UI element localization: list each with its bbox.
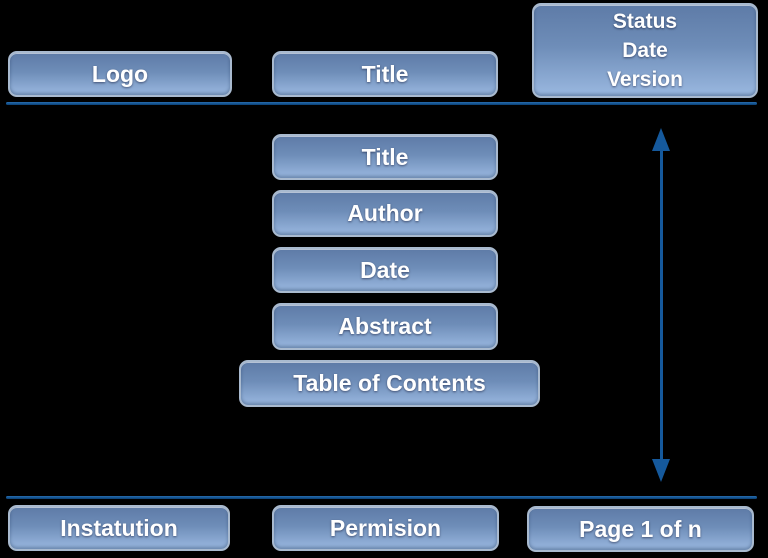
status-date-version-box: Status Date Version xyxy=(532,3,758,98)
permission-label: Permision xyxy=(329,514,442,541)
date-label: Date xyxy=(360,256,410,283)
institution-box: Instatution xyxy=(8,505,230,551)
arrow-up-icon xyxy=(652,128,670,151)
abstract-label: Abstract xyxy=(338,313,432,339)
institution-label: Instatution xyxy=(60,514,178,541)
logo-label: Logo xyxy=(91,60,149,87)
author-label: Author xyxy=(347,200,423,226)
author-box: Author xyxy=(272,190,498,237)
header-title-label: Title xyxy=(361,60,409,87)
date-box: Date xyxy=(272,247,498,293)
table-of-contents-label: Table of Contents xyxy=(293,370,486,396)
status-date-version-label: Status Date Version xyxy=(607,10,683,91)
arrow-shaft xyxy=(659,149,663,461)
header-separator-line xyxy=(6,102,757,105)
page-number-label: Page 1 of n xyxy=(579,515,702,542)
arrow-down-icon xyxy=(652,459,670,482)
logo-box: Logo xyxy=(8,51,232,97)
table-of-contents-box: Table of Contents xyxy=(239,360,540,407)
abstract-box: Abstract xyxy=(272,303,498,350)
page-number-box: Page 1 of n xyxy=(527,506,754,552)
body-title-label: Title xyxy=(361,143,409,170)
vertical-double-arrow xyxy=(652,128,670,482)
header-title-box: Title xyxy=(272,51,498,97)
permission-box: Permision xyxy=(272,505,499,551)
footer-separator-line xyxy=(6,496,757,499)
body-title-box: Title xyxy=(272,134,498,180)
